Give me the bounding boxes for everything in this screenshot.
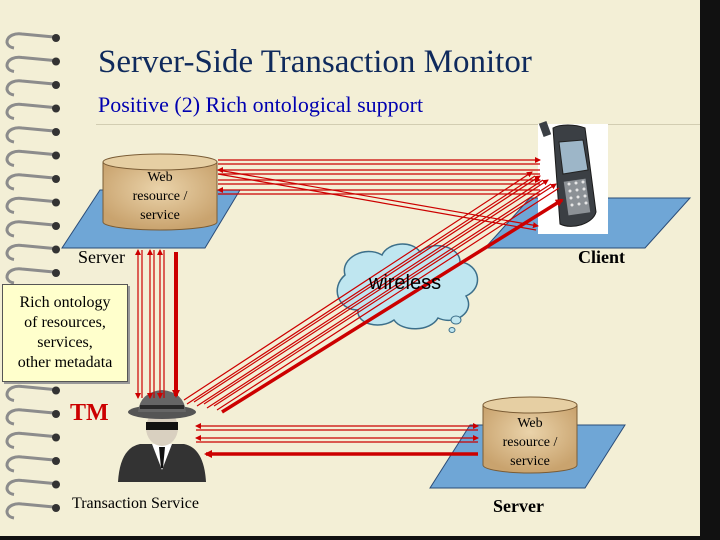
spiral-hole: [52, 245, 60, 254]
spiral-ring: [5, 267, 55, 285]
spiral-hole: [52, 81, 60, 89]
slide-title: Server-Side Transaction Monitor: [98, 44, 532, 80]
spiral-ring: [5, 79, 55, 97]
bottom-server-label: Server: [493, 496, 544, 516]
server-tm-arrows: [135, 249, 165, 399]
title-divider: [96, 124, 720, 125]
client-label: Client: [578, 247, 625, 267]
cylinder-line: resource /: [132, 189, 188, 204]
spy-agent-icon: [118, 390, 206, 482]
callout-line: other metadata: [17, 354, 113, 371]
callout-line: services,: [37, 334, 93, 351]
spiral-ring: [5, 149, 55, 167]
slide-edge-right: [700, 0, 720, 540]
spiral-ring: [5, 408, 55, 426]
top-server-label: Server: [78, 247, 125, 267]
server-client-arrows: [217, 157, 541, 231]
spiral-hole: [52, 222, 60, 230]
spiral-hole: [52, 269, 60, 277]
slide-subtitle: Positive (2) Rich ontological support: [98, 92, 424, 117]
transaction-service-label: Transaction Service: [72, 495, 199, 512]
spiral-hole: [52, 175, 60, 183]
spiral-ring: [5, 126, 55, 144]
spiral-hole: [52, 457, 60, 465]
spiral-ring: [5, 243, 55, 261]
callout-line: of resources,: [24, 314, 106, 331]
web-resource-cylinder-top: [102, 153, 218, 231]
spiral-hole: [52, 34, 60, 42]
tm-to-client-thick-arrow: [221, 198, 564, 414]
tm-client-parallel-arrows: [183, 171, 560, 411]
cylinder-line: service: [510, 454, 550, 469]
tm-label: TM: [70, 400, 109, 426]
spiral-hole: [52, 198, 60, 207]
wireless-label: wireless: [368, 272, 442, 294]
spiral-hole: [52, 480, 60, 489]
spiral-ring: [5, 431, 55, 449]
spiral-hole: [52, 104, 60, 113]
ontology-callout: Rich ontology of resources, services, ot…: [2, 284, 128, 382]
bottom-server-cylinder-label: Web resource / service: [483, 414, 577, 471]
cylinder-line: Web: [147, 170, 173, 185]
spiral-ring: [5, 55, 55, 73]
spiral-ring: [5, 196, 55, 214]
spiral-hole: [52, 504, 60, 512]
web-resource-cylinder-bottom: [482, 396, 578, 474]
tm-server-arrows: [195, 423, 479, 443]
slide-edge-bottom: [0, 536, 720, 540]
spiral-ring: [5, 502, 55, 520]
spiral-ring: [5, 32, 55, 50]
spiral-hole: [52, 386, 60, 395]
mobile-phone-icon: [538, 121, 608, 234]
spiral-hole: [52, 151, 60, 160]
spiral-ring: [5, 455, 55, 473]
callout-line: Rich ontology: [19, 294, 111, 311]
spiral-hole: [52, 57, 60, 66]
spiral-ring: [5, 384, 55, 402]
cylinder-line: resource /: [502, 435, 558, 450]
spiral-hole: [52, 410, 60, 418]
spiral-ring: [5, 478, 55, 496]
spiral-ring: [5, 220, 55, 238]
spiral-ring: [5, 102, 55, 120]
cylinder-line: service: [140, 208, 180, 223]
top-server-cylinder-label: Web resource / service: [103, 168, 217, 225]
cylinder-line: Web: [517, 416, 543, 431]
spiral-hole: [52, 128, 60, 136]
spiral-ring: [5, 173, 55, 191]
spiral-hole: [52, 433, 60, 442]
